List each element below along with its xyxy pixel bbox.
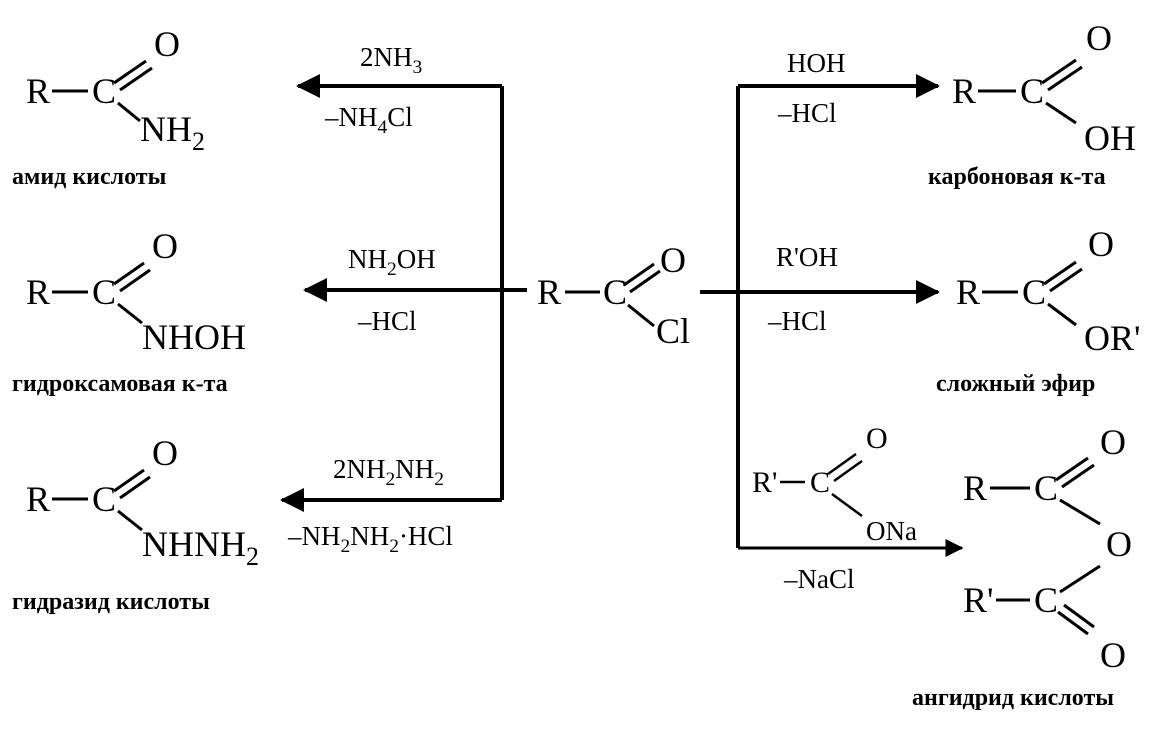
ester-co-bond-2 xyxy=(1049,267,1083,293)
anhydride-o-bottom-atom: O xyxy=(1100,635,1126,675)
reagent-hydrazide-above: 2NH2NH2 xyxy=(333,454,444,490)
product-hydrazide: R C O NHNH2 гидразид кислоты xyxy=(12,433,259,615)
reactant-acyl-chloride: R C O Cl xyxy=(537,240,690,351)
salt-co-bond-1 xyxy=(827,452,857,476)
reactant-c-atom: C xyxy=(603,272,627,312)
anhydride-caption: ангидрид кислоты xyxy=(912,685,1114,711)
reagent-carboxylic-above: HOH xyxy=(787,48,846,78)
hydrazide-r-atom: R xyxy=(26,479,50,519)
anhydride-o-bridge-atom: O xyxy=(1106,524,1132,564)
hydrazide-co-bond-1 xyxy=(113,468,145,493)
carboxylic-co-bond-1 xyxy=(1041,58,1077,85)
amide-r-atom: R xyxy=(26,71,50,111)
ester-c-or-bond xyxy=(1047,302,1077,327)
reagent-ester-below: –HCl xyxy=(767,306,827,336)
hydroxamic-c-atom: C xyxy=(92,272,116,312)
reactant-o-atom: O xyxy=(660,240,686,280)
amide-c-atom: C xyxy=(92,71,116,111)
hydroxamic-co-bond-2 xyxy=(119,268,151,293)
reagent-anhydride-below: –NaCl xyxy=(783,564,855,594)
carboxylic-c-atom: C xyxy=(1020,71,1044,111)
reagent-hydroxamic-below: –HCl xyxy=(357,306,417,336)
product-carboxylic-acid: R C O OH карбоновая к-та xyxy=(928,18,1136,190)
anhydride-c2-atom: C xyxy=(1034,580,1058,620)
hydroxamic-group: NHOH xyxy=(142,317,246,357)
product-hydroxamic-acid: R C O NHOH гидроксамовая к-та xyxy=(12,226,246,397)
reactant-cl-atom: Cl xyxy=(656,311,690,351)
salt-ona-group: ONa xyxy=(866,516,917,546)
salt-co-bond-2 xyxy=(833,459,863,483)
reagent-hydrazide-below: –NH2NH2·HCl xyxy=(287,521,453,557)
ester-caption: сложный эфир xyxy=(936,371,1095,397)
amide-caption: амид кислоты xyxy=(12,164,167,190)
anhydride-obridge-c2-bond xyxy=(1059,564,1101,594)
salt-c-atom: C xyxy=(810,466,830,499)
anhydride-c1o-bond-2 xyxy=(1061,463,1095,489)
hydrazide-o-atom: O xyxy=(152,433,178,473)
carboxylic-r-atom: R xyxy=(952,71,976,111)
reagent-anhydride-salt: R' C O ONa xyxy=(752,422,917,546)
salt-o-atom: O xyxy=(866,422,888,455)
carboxylic-group: OH xyxy=(1084,118,1136,158)
amide-c-n-bond xyxy=(117,101,141,123)
carboxylic-co-bond-2 xyxy=(1047,65,1083,92)
reactant-r-atom: R xyxy=(537,272,561,312)
amide-group: NH2 xyxy=(140,109,205,156)
reactant-co-bond-2 xyxy=(629,269,661,294)
anhydride-c1-obridge-bond xyxy=(1059,498,1101,526)
hydroxamic-c-n-bond xyxy=(117,302,143,325)
carboxylic-o-atom: O xyxy=(1086,18,1112,58)
anhydride-r2-atom: R' xyxy=(963,580,994,620)
hydrazide-co-bond-2 xyxy=(119,475,151,500)
reagent-amide-above: 2NH3 xyxy=(360,42,422,78)
salt-c-ona-bond xyxy=(831,492,863,518)
hydroxamic-caption: гидроксамовая к-та xyxy=(12,371,228,397)
reagent-amide-below: –NH4Cl xyxy=(324,102,413,138)
hydrazide-group: NHNH2 xyxy=(142,524,259,571)
product-ester: R C O OR' сложный эфир xyxy=(936,224,1141,397)
reactant-c-cl-bond xyxy=(627,303,655,328)
carboxylic-c-oh-bond xyxy=(1045,101,1077,125)
carboxylic-caption: карбоновая к-та xyxy=(928,164,1106,190)
ester-co-bond-1 xyxy=(1043,260,1077,286)
ester-o-atom: O xyxy=(1088,224,1114,264)
reactant-co-bond-1 xyxy=(623,262,655,287)
hydrazide-c-atom: C xyxy=(92,479,116,519)
hydrazide-c-n-bond xyxy=(117,509,143,532)
amide-co-bond-2 xyxy=(119,66,153,92)
reagent-carboxylic-below: –HCl xyxy=(777,98,837,128)
reagent-ester-above: R'OH xyxy=(776,242,838,272)
anhydride-o-top-atom: O xyxy=(1100,422,1126,462)
ester-c-atom: C xyxy=(1022,272,1046,312)
reagent-hydroxamic-above: NH2OH xyxy=(348,244,436,280)
amide-o-atom: O xyxy=(154,24,180,64)
amide-co-bond-1 xyxy=(113,59,147,85)
anhydride-c1o-bond-1 xyxy=(1055,456,1089,482)
anhydride-c2o-bond-2 xyxy=(1063,603,1095,629)
left-branch-connector xyxy=(500,86,527,500)
ester-group: OR' xyxy=(1084,318,1141,358)
product-amide: R C O NH2 амид кислоты xyxy=(12,24,205,190)
anhydride-c2o-bond-1 xyxy=(1057,610,1089,636)
right-branch-connector xyxy=(700,86,740,548)
salt-r-atom: R' xyxy=(752,466,777,499)
anhydride-r1-atom: R xyxy=(963,468,987,508)
hydroxamic-o-atom: O xyxy=(152,226,178,266)
hydrazide-caption: гидразид кислоты xyxy=(12,589,210,615)
ester-r-atom: R xyxy=(956,272,980,312)
product-anhydride: R C O O R' C O ангидрид кислоты xyxy=(912,422,1132,711)
hydroxamic-co-bond-1 xyxy=(113,261,145,286)
anhydride-c1-atom: C xyxy=(1034,468,1058,508)
hydroxamic-r-atom: R xyxy=(26,272,50,312)
